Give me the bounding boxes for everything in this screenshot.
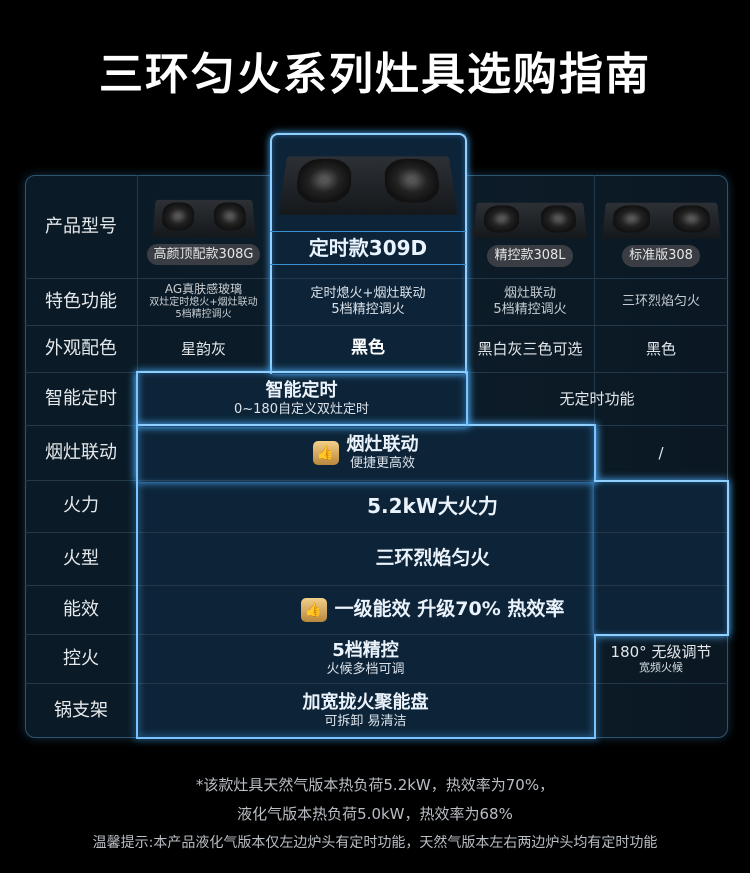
row-label-efficiency: 能效 [63,598,99,620]
row-label-linkage: 烟灶联动 [45,441,117,463]
timer-none: 无定时功能 [559,389,635,408]
row-label-flame: 火型 [63,547,99,569]
control-cell: 5档精控火候多档可调 [326,639,405,677]
product-308G[interactable]: 高颜顶配款308G [137,185,270,278]
stove-image [601,202,721,239]
row-label-control: 控火 [63,647,99,669]
row-label-feature: 特色功能 [45,290,117,312]
footnote-2: 液化气版本热负荷5.0kW，热效率为68% [237,805,513,823]
product-308L[interactable]: 精控款308L [466,190,594,278]
flame-cell: 三环烈焰匀火 [375,547,490,570]
product-name: 精控款308L [487,245,573,267]
efficiency-cell: 👍 一级能效 升级70% 热效率 [137,585,728,634]
product-name: 高颜顶配款308G [146,243,261,266]
row-label-color: 外观配色 [45,337,117,359]
feature-308: 三环烈焰匀火 [621,293,700,309]
color-308: 黑色 [645,339,676,358]
support-cell: 加宽拢火聚能盘可拆卸 易清洁 [302,691,429,729]
row-label-support: 锅支架 [54,699,108,721]
stove-image [473,202,587,239]
product-309D[interactable]: 定时款309D [270,140,466,278]
thumbs-up-icon: 👍 [312,440,339,465]
color-308L: 黑白灰三色可选 [477,339,583,358]
linkage-cell: 👍 烟灶联动便捷更高效 [137,425,594,480]
power-cell: 5.2kW大火力 [367,494,498,518]
product-name: 标准版308 [622,245,700,267]
row-label-model: 产品型号 [45,215,117,237]
footnote-3: 温馨提示:本产品液化气版本仅左边炉头有定时功能，天然气版本左右两边炉头均有定时功… [92,835,658,851]
page-title: 三环匀火系列灶具选购指南 [99,49,651,100]
linkage-none: / [658,443,664,462]
stove-image [278,156,458,215]
thumbs-up-icon: 👍 [300,597,327,622]
product-308[interactable]: 标准版308 [594,190,728,278]
color-309D: 黑色 [351,338,385,359]
control-other: 180° 无级调节宽频火候 [610,642,712,674]
row-label-power: 火力 [63,495,99,517]
row-label-timer: 智能定时 [45,387,117,409]
stove-image [151,199,256,238]
product-name: 定时款309D [270,231,466,265]
footnote-1: *该款灶具天然气版本热负荷5.2kW，热效率为70%， [195,776,555,794]
color-308G: 星韵灰 [180,339,226,358]
